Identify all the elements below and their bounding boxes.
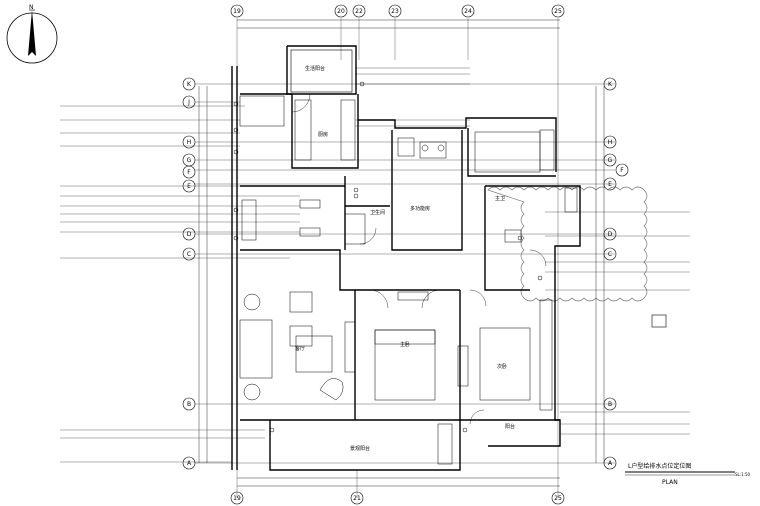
axis-bubble: B <box>603 397 617 411</box>
axis-bubble: H <box>603 135 617 149</box>
svg-text:E: E <box>608 181 612 188</box>
axis-bubble: 23 <box>388 4 402 18</box>
axis-bubble: C <box>182 247 196 261</box>
axis-bubbles-right: K H G F E D C B A <box>603 77 629 470</box>
north-arrow-icon: N <box>6 4 58 64</box>
svg-text:H: H <box>608 139 613 146</box>
dimension-lines <box>198 19 605 487</box>
axis-bubble: 24 <box>461 4 475 18</box>
svg-text:K: K <box>187 81 192 88</box>
door-swings <box>291 93 547 425</box>
axis-bubble: 25 <box>551 491 565 505</box>
plan-title: L户型给排水点位定位图 <box>628 462 691 470</box>
axis-bubble: A <box>603 456 617 470</box>
svg-text:23: 23 <box>391 8 399 15</box>
svg-text:21: 21 <box>353 495 361 502</box>
axis-bubbles-top: 19 20 22 23 24 25 <box>230 4 565 18</box>
axis-bubbles-left: K J H G F E D C B A <box>182 77 196 470</box>
axis-bubble: G <box>182 153 196 167</box>
room-bedroom: 次卧 <box>497 363 507 370</box>
svg-text:G: G <box>608 157 613 164</box>
plan-label: PLAN <box>662 479 678 486</box>
title-block: L户型给排水点位定位图 PLAN SL:1:50 <box>625 462 751 486</box>
svg-text:A: A <box>187 460 192 467</box>
svg-text:E: E <box>187 183 191 190</box>
axis-bubble: E <box>603 177 617 191</box>
room-labels: 生活阳台 厨房 多功能房 客厅 主卧 次卧 阳台 景观阳台 卫生间 主卫 <box>295 65 515 452</box>
svg-text:B: B <box>187 401 191 408</box>
svg-text:N: N <box>29 4 34 11</box>
axis-bubble: 19 <box>230 4 244 18</box>
landscape-outline <box>487 186 648 302</box>
svg-text:25: 25 <box>554 8 562 15</box>
axis-bubble: 19 <box>230 491 244 505</box>
axis-bubble: 25 <box>551 4 565 18</box>
svg-text:24: 24 <box>464 8 472 15</box>
axis-bubble: F <box>182 165 196 179</box>
axis-bubble: 22 <box>352 4 366 18</box>
room-master-bath: 主卫 <box>495 195 505 202</box>
svg-text:20: 20 <box>337 8 345 15</box>
room-master-bedroom: 主卧 <box>400 341 410 348</box>
room-bath: 卫生间 <box>370 209 385 216</box>
svg-text:25: 25 <box>554 495 562 502</box>
axis-bubble: F <box>615 163 629 177</box>
svg-text:19: 19 <box>233 495 241 502</box>
axis-bubble: 20 <box>334 4 348 18</box>
axis-bubble: C <box>603 247 617 261</box>
svg-text:A: A <box>608 460 613 467</box>
axis-bubble: J <box>182 95 196 109</box>
axis-bubble: 21 <box>350 491 364 505</box>
svg-text:B: B <box>608 401 612 408</box>
svg-text:F: F <box>620 167 624 174</box>
svg-text:C: C <box>187 251 191 258</box>
axis-bubble: A <box>182 456 196 470</box>
svg-text:J: J <box>187 99 190 106</box>
walls <box>231 45 581 471</box>
axis-bubble: H <box>182 135 196 149</box>
legend-box <box>651 314 667 328</box>
room-service-balcony: 生活阳台 <box>305 65 325 72</box>
room-multi: 多功能房 <box>410 205 430 212</box>
axis-bubble: G <box>603 153 617 167</box>
room-living-balcony: 景观阳台 <box>350 445 370 452</box>
plan-scale: SL:1:50 <box>735 472 751 477</box>
annotation-leaders <box>60 67 690 463</box>
room-living: 客厅 <box>295 345 305 352</box>
interior-details <box>239 95 578 465</box>
svg-text:19: 19 <box>233 8 241 15</box>
svg-text:C: C <box>608 251 612 258</box>
room-kitchen: 厨房 <box>318 131 328 138</box>
axis-bubble: K <box>603 77 617 91</box>
svg-text:D: D <box>187 231 192 238</box>
axis-bubble: D <box>603 227 617 241</box>
axis-bubble: K <box>182 77 196 91</box>
axis-bubbles-bottom: 19 21 25 <box>230 491 565 505</box>
svg-text:K: K <box>608 81 613 88</box>
svg-text:D: D <box>608 231 613 238</box>
axis-bubble: D <box>182 227 196 241</box>
svg-text:H: H <box>187 139 192 146</box>
svg-text:F: F <box>187 169 191 176</box>
svg-text:22: 22 <box>355 8 363 15</box>
svg-text:G: G <box>187 157 192 164</box>
pipe-markers <box>233 81 543 433</box>
axis-bubble: B <box>182 397 196 411</box>
room-balcony: 阳台 <box>505 423 515 430</box>
